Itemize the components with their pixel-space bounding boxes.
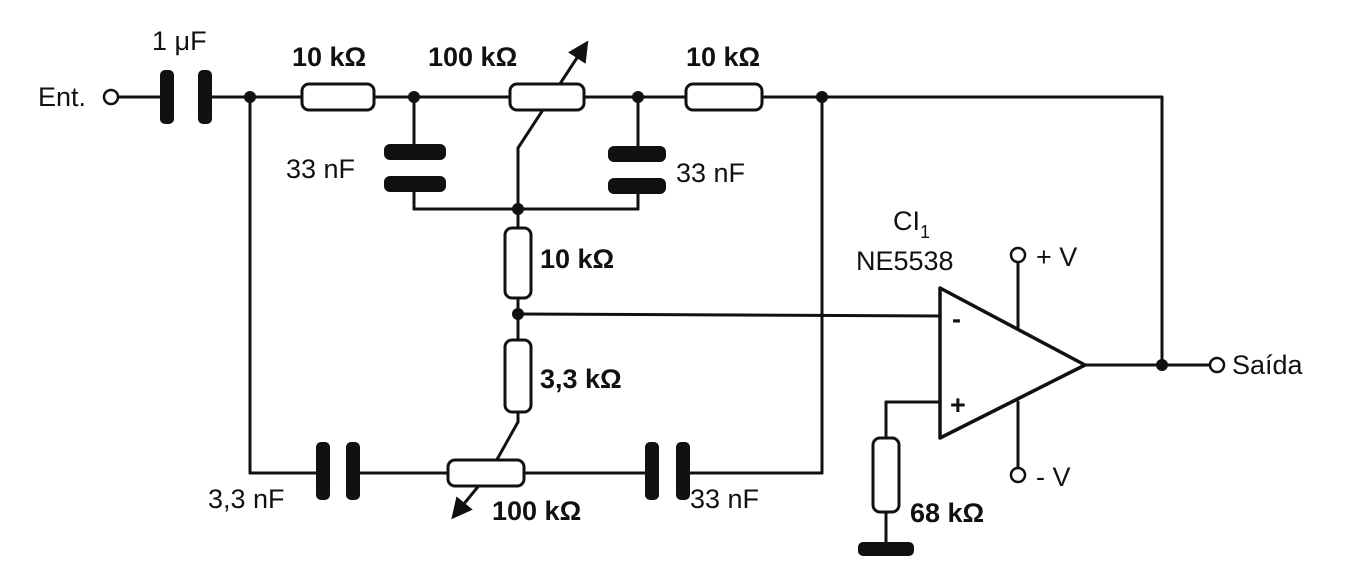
resistor-10k-top-left — [300, 82, 376, 112]
resistor-10k-top-right — [684, 82, 764, 112]
output-terminal — [1208, 356, 1226, 374]
label-pot-bot: 100 kΩ — [492, 496, 581, 526]
resistor-68k — [871, 436, 901, 514]
potentiometer-100k-top — [508, 82, 586, 112]
capacitor-3n3-bottom-left — [316, 442, 360, 500]
capacitor-1uF — [160, 70, 212, 124]
resistor-10k-mid — [503, 226, 533, 300]
label-c-top-right: 33 nF — [676, 158, 745, 188]
ic-part-number: NE5538 — [856, 246, 954, 276]
label-c-bot-left: 3,3 nF — [208, 484, 285, 514]
output-label: Saída — [1232, 350, 1304, 380]
opamp-inverting-sign: - — [952, 304, 961, 334]
label-r-low: 3,3 kΩ — [540, 364, 622, 394]
label-r-mid: 10 kΩ — [540, 244, 614, 274]
capacitor-33nF-bottom-right — [645, 442, 690, 500]
label-c-top-left: 33 nF — [286, 154, 355, 184]
ic-designator: CI1 — [893, 206, 930, 242]
opamp-triangle — [938, 286, 1087, 440]
negative-supply-terminal — [1009, 466, 1027, 484]
junction-dots — [244, 91, 1168, 371]
input-terminal — [102, 88, 120, 106]
label-r-top-right: 10 kΩ — [686, 42, 760, 72]
capacitor-33nF-top-left — [384, 144, 446, 192]
label-c-in: 1 μF — [152, 26, 207, 56]
resistor-3k3 — [503, 338, 533, 414]
positive-supply-terminal — [1009, 246, 1027, 264]
ground-bar — [858, 542, 914, 556]
label-c-bot-right: 33 nF — [690, 484, 759, 514]
positive-supply-label: + V — [1036, 242, 1077, 272]
label-r-ground: 68 kΩ — [910, 498, 984, 528]
opamp-noninverting-sign: + — [950, 390, 966, 420]
label-pot-top: 100 kΩ — [428, 42, 517, 72]
negative-supply-label: - V — [1036, 462, 1071, 492]
potentiometer-100k-bottom — [446, 458, 526, 488]
input-label: Ent. — [38, 82, 86, 112]
capacitor-33nF-top-right — [608, 146, 666, 194]
label-r-top-left: 10 kΩ — [292, 42, 366, 72]
